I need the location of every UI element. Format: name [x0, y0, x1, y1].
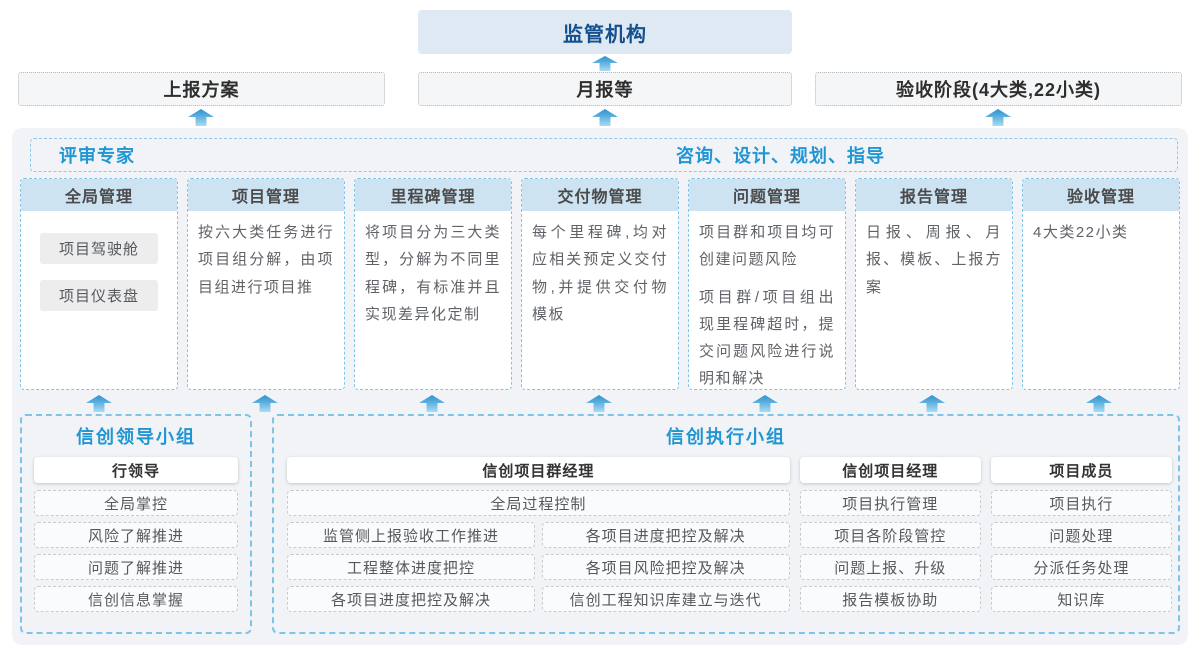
experts-strip: 评审专家 咨询、设计、规划、指导: [30, 138, 1178, 172]
regulator-box: 监管机构: [418, 10, 792, 54]
monthly-report-box: 月报等: [418, 72, 792, 106]
acceptance-stage-box: 验收阶段(4大类,22小类): [815, 72, 1182, 106]
program-manager-column: 信创项目群经理 全局过程控制 监管侧上报验收工作推进 各项目进度把控及解决 工程…: [287, 457, 790, 618]
column-global-management: 全局管理 项目驾驶舱 项目仪表盘: [20, 178, 178, 390]
member-task-item: 问题处理: [990, 522, 1172, 548]
up-arrow-col4: [586, 395, 612, 412]
up-arrow-col7: [1086, 395, 1112, 412]
pm-group-task-item: 工程整体进度把控: [287, 554, 535, 580]
up-arrow-to-regulator: [592, 56, 618, 71]
consulting-design-label: 咨询、设计、规划、指导: [676, 146, 885, 166]
pm-group-task-item: 监管侧上报验收工作推进: [287, 522, 535, 548]
main-panel: 评审专家 咨询、设计、规划、指导 全局管理 项目驾驶舱 项目仪表盘 项目管理 按…: [12, 128, 1188, 645]
up-arrow-col3: [419, 395, 445, 412]
project-manager-task-item: 问题上报、升级: [799, 554, 981, 580]
pm-group-task-item: 各项目进度把控及解决: [287, 586, 535, 612]
column-description: 每个里程碑,均对应相关预定义交付物,并提供交付物模板: [532, 224, 668, 323]
report-plan-box: 上报方案: [18, 72, 385, 106]
column-description: 项目群和项目均可创建问题风险: [699, 224, 835, 269]
column-header: 项目管理: [188, 179, 344, 211]
pm-group-task-item: 各项目风险把控及解决: [541, 554, 790, 580]
up-arrow-acceptance: [985, 109, 1011, 126]
column-description: 日报、周报、月报、模板、上报方案: [866, 224, 1002, 296]
leader-group-title: 信创领导小组: [76, 427, 196, 447]
column-acceptance-management: 验收管理 4大类22小类: [1022, 178, 1180, 390]
column-milestone-management: 里程碑管理 将项目分为三大类型，分解为不同里程碑，有标准并且实现差异化定制: [354, 178, 512, 390]
up-arrow-report-plan: [188, 109, 214, 126]
pm-group-task-item: 各项目进度把控及解决: [541, 522, 790, 548]
up-arrow-col6: [919, 395, 945, 412]
member-task-item: 项目执行: [990, 490, 1172, 516]
column-description: 项目群/项目组出现里程碑超时，提交问题风险进行说明和解决: [699, 288, 835, 388]
program-manager-role-pill: 信创项目群经理: [287, 457, 790, 483]
project-cockpit-pill: 项目驾驶舱: [40, 233, 158, 264]
column-project-management: 项目管理 按六大类任务进行项目组分解，由项目组进行项目推: [187, 178, 345, 390]
column-header: 问题管理: [689, 179, 845, 211]
bank-leader-role-pill: 行领导: [34, 457, 238, 483]
column-header: 验收管理: [1023, 179, 1179, 211]
project-manager-task-item: 项目各阶段管控: [799, 522, 981, 548]
up-arrow-col5: [752, 395, 778, 412]
management-columns: 全局管理 项目驾驶舱 项目仪表盘 项目管理 按六大类任务进行项目组分解，由项目组…: [20, 178, 1180, 390]
project-member-role-pill: 项目成员: [990, 457, 1172, 483]
up-arrow-monthly-report: [592, 109, 618, 126]
project-manager-role-pill: 信创项目经理: [799, 457, 981, 483]
leader-task-item: 全局掌控: [34, 490, 238, 516]
up-arrow-col2: [252, 395, 278, 412]
leader-task-item: 问题了解推进: [34, 554, 238, 580]
review-experts-label: 评审专家: [59, 146, 135, 166]
pm-group-task-item: 信创工程知识库建立与迭代: [541, 586, 790, 612]
column-description: 4大类22小类: [1033, 224, 1129, 241]
leader-task-item: 风险了解推进: [34, 522, 238, 548]
project-manager-task-item: 项目执行管理: [799, 490, 981, 516]
column-header: 交付物管理: [522, 179, 678, 211]
column-description: 将项目分为三大类型，分解为不同里程碑，有标准并且实现差异化定制: [365, 224, 501, 323]
exec-group-box: 信创执行小组 信创项目群经理 全局过程控制 监管侧上报验收工作推进 各项目进度把…: [272, 414, 1180, 634]
project-dashboard-pill: 项目仪表盘: [40, 280, 158, 311]
column-description: 按六大类任务进行项目组分解，由项目组进行项目推: [198, 224, 334, 296]
pm-group-task-item: 全局过程控制: [287, 490, 790, 516]
up-arrow-col1: [86, 395, 112, 412]
member-task-item: 知识库: [990, 586, 1172, 612]
member-task-item: 分派任务处理: [990, 554, 1172, 580]
column-report-management: 报告管理 日报、周报、月报、模板、上报方案: [855, 178, 1013, 390]
column-issue-management: 问题管理 项目群和项目均可创建问题风险 项目群/项目组出现里程碑超时，提交问题风…: [688, 178, 846, 390]
column-deliverable-management: 交付物管理 每个里程碑,均对应相关预定义交付物,并提供交付物模板: [521, 178, 679, 390]
project-member-column: 项目成员 项目执行 问题处理 分派任务处理 知识库: [990, 457, 1172, 618]
project-manager-task-item: 报告模板协助: [799, 586, 981, 612]
exec-group-title: 信创执行小组: [666, 427, 786, 447]
column-header: 里程碑管理: [355, 179, 511, 211]
column-header: 报告管理: [856, 179, 1012, 211]
leader-task-item: 信创信息掌握: [34, 586, 238, 612]
column-header: 全局管理: [21, 179, 177, 211]
project-manager-column: 信创项目经理 项目执行管理 项目各阶段管控 问题上报、升级 报告模板协助: [799, 457, 981, 618]
leader-group-box: 信创领导小组 行领导 全局掌控 风险了解推进 问题了解推进 信创信息掌握: [20, 414, 252, 634]
